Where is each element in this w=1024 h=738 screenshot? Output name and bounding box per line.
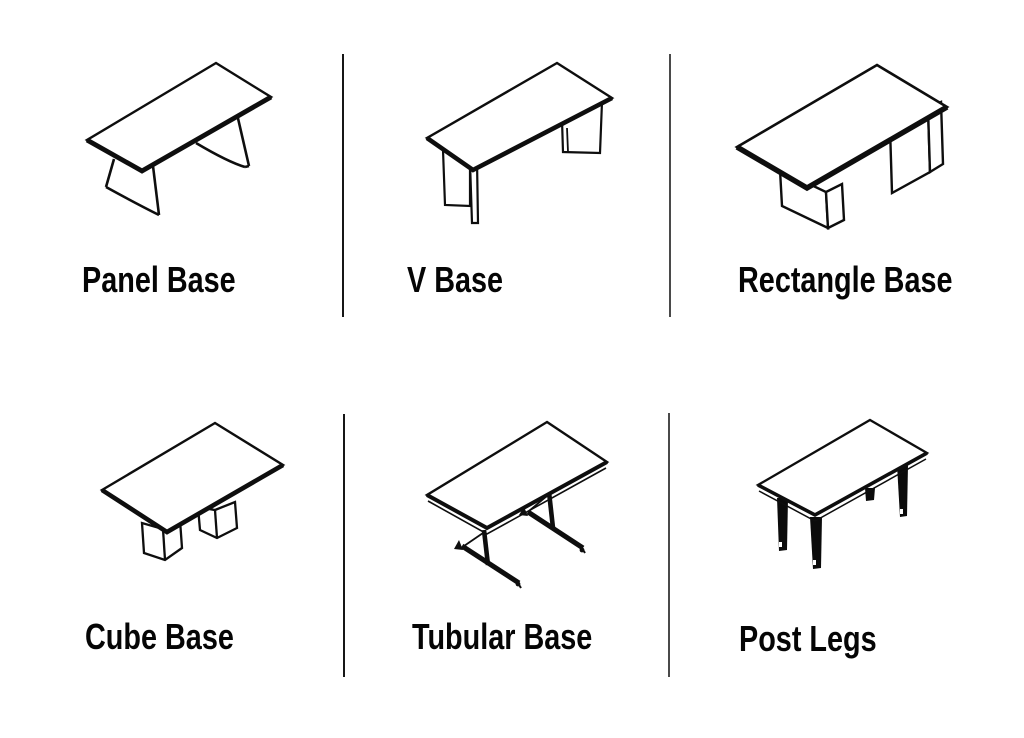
column-divider-bottom-right xyxy=(668,413,670,677)
table-illustration-rectangle-base xyxy=(734,63,950,230)
table-illustration-panel-base xyxy=(84,61,274,217)
table-illustration-v-base xyxy=(424,61,615,225)
option-label-panel-base: Panel Base xyxy=(82,259,236,300)
column-divider-bottom-left xyxy=(343,414,345,677)
column-divider-top-right xyxy=(669,54,671,317)
option-label-post-legs: Post Legs xyxy=(739,618,877,659)
option-label-tubular-base: Tubular Base xyxy=(412,616,593,657)
option-label-v-base: V Base xyxy=(407,259,504,300)
option-label-cube-base: Cube Base xyxy=(85,616,234,657)
column-divider-top-left xyxy=(342,54,344,317)
table-illustration-post-legs xyxy=(755,418,930,569)
table-illustration-tubular-base xyxy=(424,420,610,589)
table-illustration-cube-base xyxy=(99,421,286,562)
option-label-rectangle-base: Rectangle Base xyxy=(738,259,953,300)
